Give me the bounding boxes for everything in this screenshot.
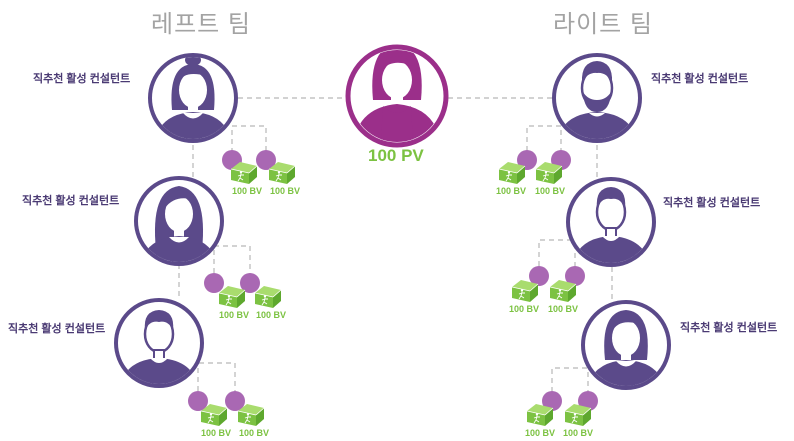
center-person-avatar: [345, 44, 449, 148]
right-consultant-2-label: 직추천 활성 컨설턴트: [663, 197, 761, 209]
right-consultant-1-avatar: [552, 53, 642, 143]
right-consultant-3-avatar: [581, 300, 671, 390]
bv-label: 100 BV: [232, 186, 263, 196]
center-pv-label: 100 PV: [368, 146, 424, 165]
bv-label: 100 BV: [563, 428, 594, 438]
right-consultant-3-label: 직추천 활성 컨설턴트: [680, 322, 778, 334]
bv-label: 100 BV: [496, 186, 527, 196]
left-consultant-3-avatar: [114, 298, 204, 388]
bv-label: 100 BV: [509, 304, 540, 314]
bv-label: 100 BV: [270, 186, 301, 196]
right-consultant-2-avatar: [566, 177, 656, 267]
left-consultant-2-avatar: [134, 176, 224, 266]
left-consultant-1-label: 직추천 활성 컨설턴트: [33, 73, 131, 85]
bv-label: 100 BV: [525, 428, 556, 438]
bv-label: 100 BV: [535, 186, 566, 196]
left-consultant-1-avatar: [148, 53, 238, 143]
bv-icons: [188, 150, 598, 427]
left-consultant-2-label: 직추천 활성 컨설턴트: [22, 195, 120, 207]
left-consultant-3-label: 직추천 활성 컨설턴트: [8, 323, 106, 335]
bv-label: 100 BV: [219, 310, 250, 320]
right-team-title: 라이트 팀: [553, 11, 653, 38]
bv-label: 100 BV: [239, 428, 270, 438]
left-team-title: 레프트 팀: [151, 11, 251, 38]
right-consultant-1-label: 직추천 활성 컨설턴트: [651, 73, 749, 85]
bv-label: 100 BV: [256, 310, 287, 320]
bv-label: 100 BV: [548, 304, 579, 314]
bv-label: 100 BV: [201, 428, 232, 438]
